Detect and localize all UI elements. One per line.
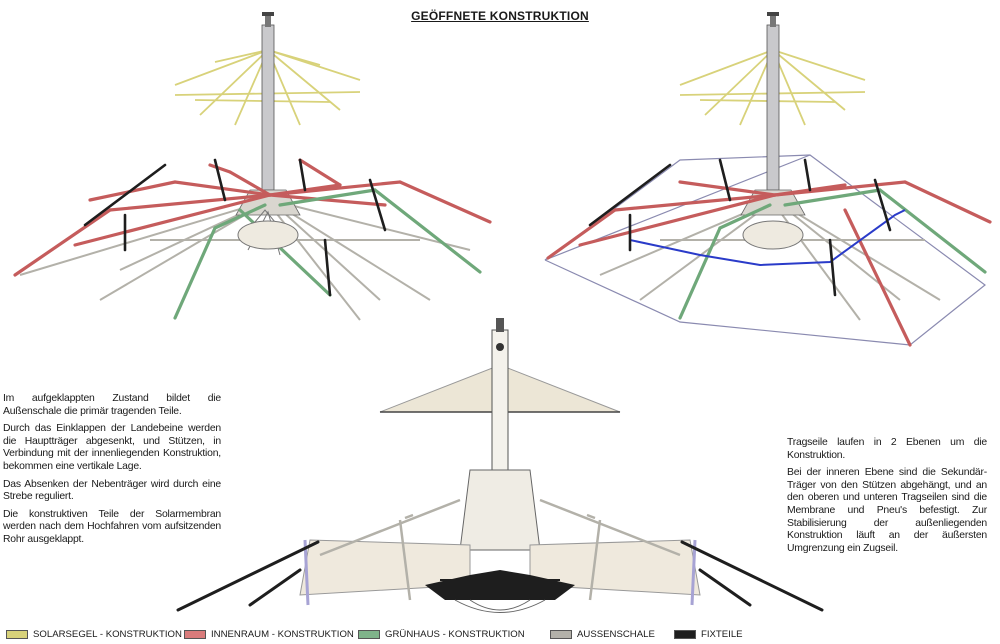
construction-drawing xyxy=(13,12,992,613)
legend: SOLARSEGEL - KONSTRUKTION INNENRAUM - KO… xyxy=(6,629,996,643)
legend-swatch xyxy=(184,630,206,639)
right-inner-cables xyxy=(629,209,906,267)
elevation-legs xyxy=(176,540,824,612)
text-left-paragraph: Durch das Einklappen der Landebeine werd… xyxy=(3,423,221,472)
text-left-paragraph: Im aufgeklappten Zustand bildet die Auße… xyxy=(3,393,221,417)
page-title: GEÖFFNETE KONSTRUKTION xyxy=(411,9,589,23)
legend-item-gruenhaus: GRÜNHAUS - KONSTRUKTION xyxy=(358,629,525,640)
text-left-paragraph: Die konstruktiven Teile der Solarmembran… xyxy=(3,508,221,545)
left-perspective-view xyxy=(13,12,492,321)
right-cables xyxy=(544,154,986,346)
text-left-paragraph: Das Absenken der Nebenträger wird durch … xyxy=(3,478,221,503)
legend-swatch xyxy=(550,630,572,639)
left-innenraum-members xyxy=(13,158,492,277)
legend-item-fixteile: FIXTEILE xyxy=(674,629,743,640)
legend-item-aussenschale: AUSSENSCHALE xyxy=(550,629,655,640)
text-right-paragraph: Tragseile laufen in 2 Ebenen um die Kons… xyxy=(787,437,987,461)
right-fixteile xyxy=(588,158,892,297)
legend-label: GRÜNHAUS - KONSTRUKTION xyxy=(385,629,525,640)
left-center-spokes xyxy=(237,209,299,256)
legend-label: INNENRAUM - KONSTRUKTION xyxy=(211,629,354,640)
legend-swatch xyxy=(358,630,380,639)
legend-swatch xyxy=(6,630,28,639)
right-innenraum-members xyxy=(546,180,992,347)
legend-label: AUSSENSCHALE xyxy=(577,629,655,640)
right-perspective-view xyxy=(544,12,992,347)
text-right-paragraph: Bei der inneren Ebene sind die Sekundär-… xyxy=(787,467,987,554)
elevation-base xyxy=(425,570,575,600)
left-shell-lines xyxy=(19,199,471,321)
text-left-description: Im aufgeklappten Zustand bildet die Auße… xyxy=(3,393,221,552)
elevation-shell xyxy=(319,498,681,601)
right-gruenhaus-members xyxy=(678,188,987,320)
legend-swatch xyxy=(674,630,696,639)
right-mast xyxy=(740,12,806,216)
left-mast xyxy=(235,12,301,216)
legend-label: FIXTEILE xyxy=(701,629,743,640)
legend-item-solarsegel: SOLARSEGEL - KONSTRUKTION xyxy=(6,629,182,640)
text-right-description: Tragseile laufen in 2 Ebenen um die Kons… xyxy=(787,437,987,560)
legend-item-innenraum: INNENRAUM - KONSTRUKTION xyxy=(184,629,354,640)
left-fixteile xyxy=(83,158,387,297)
elevation-view xyxy=(176,318,824,613)
legend-label: SOLARSEGEL - KONSTRUKTION xyxy=(33,629,182,640)
right-center-spokes xyxy=(742,220,804,250)
